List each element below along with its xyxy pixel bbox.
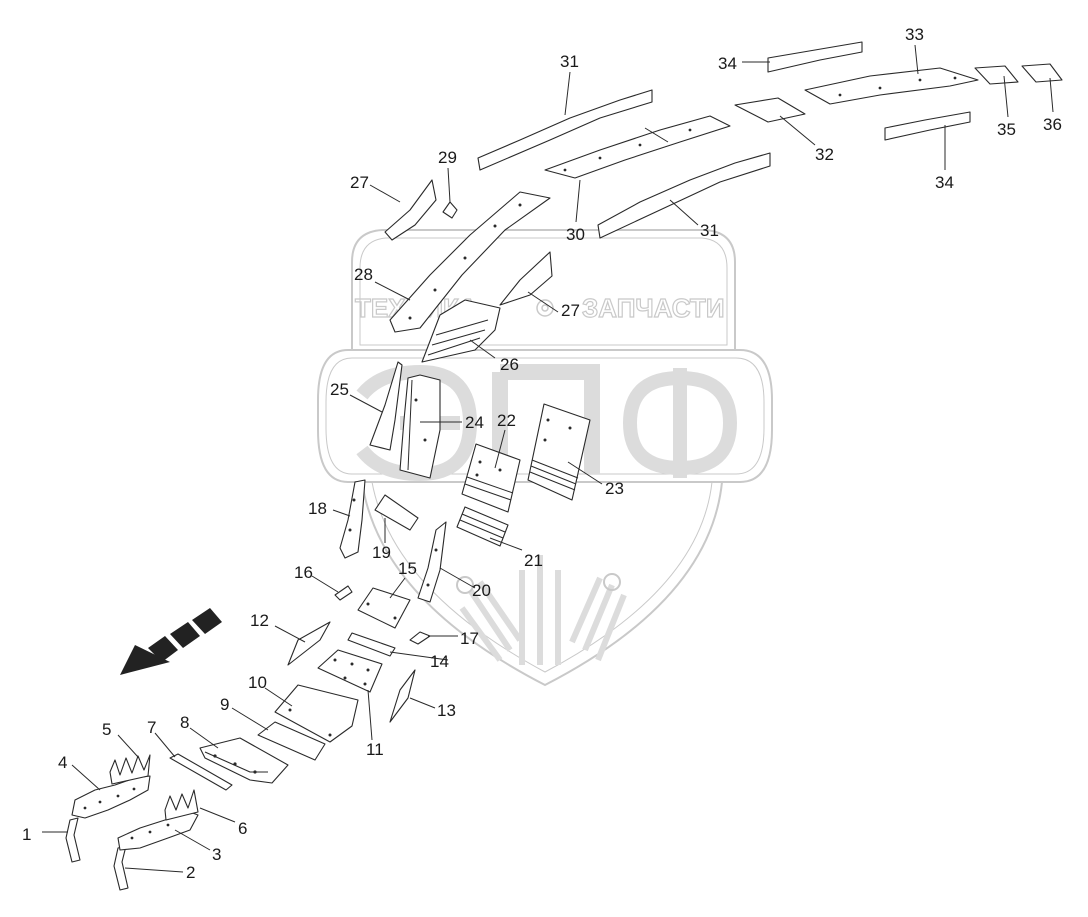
callout-31-lower: 31 bbox=[700, 221, 719, 240]
callout-34-upper: 34 bbox=[718, 54, 737, 73]
part-27-upper bbox=[384, 179, 437, 241]
callout-35: 35 bbox=[997, 120, 1016, 139]
part-22 bbox=[461, 443, 521, 513]
callout-16: 16 bbox=[294, 563, 313, 582]
part-31-lower bbox=[597, 152, 771, 239]
part-15 bbox=[357, 587, 411, 629]
part-26 bbox=[421, 299, 501, 363]
callout-4: 4 bbox=[58, 753, 67, 772]
part-14 bbox=[347, 632, 396, 657]
part-27-lower bbox=[499, 251, 553, 306]
watermark-gear-icon bbox=[536, 299, 554, 317]
part-34-lower bbox=[884, 111, 971, 141]
callout-28: 28 bbox=[354, 265, 373, 284]
callout-26: 26 bbox=[500, 355, 519, 374]
callout-29: 29 bbox=[438, 148, 457, 167]
part-32 bbox=[734, 97, 806, 123]
part-28 bbox=[389, 191, 551, 333]
callout-27-lower: 27 bbox=[561, 301, 580, 320]
part-4 bbox=[71, 775, 151, 819]
part-9 bbox=[257, 721, 326, 761]
callout-21: 21 bbox=[524, 551, 543, 570]
part-35 bbox=[974, 65, 1019, 85]
part-17 bbox=[409, 631, 431, 645]
callout-25: 25 bbox=[330, 380, 349, 399]
callout-2: 2 bbox=[186, 863, 195, 882]
leader-lines bbox=[42, 44, 1054, 873]
callout-13: 13 bbox=[437, 701, 456, 720]
callout-33: 33 bbox=[905, 25, 924, 44]
callout-8: 8 bbox=[180, 713, 189, 732]
part-33 bbox=[804, 67, 979, 105]
callout-9: 9 bbox=[220, 695, 229, 714]
callout-20: 20 bbox=[472, 581, 491, 600]
callout-1: 1 bbox=[22, 825, 31, 844]
part-36 bbox=[1021, 63, 1063, 83]
callout-19: 19 bbox=[372, 543, 391, 562]
part-5 bbox=[109, 754, 151, 785]
callout-10: 10 bbox=[248, 673, 267, 692]
callout-14: 14 bbox=[430, 652, 449, 671]
watermark-right-text: ЗАПЧАСТИ bbox=[582, 293, 725, 323]
part-30 bbox=[544, 115, 731, 179]
callout-11: 11 bbox=[366, 740, 384, 759]
callout-30: 30 bbox=[566, 225, 585, 244]
callout-27-upper: 27 bbox=[350, 173, 369, 192]
callout-labels: 1 2 3 4 5 6 7 8 9 10 11 12 13 14 15 16 1… bbox=[22, 25, 1062, 882]
callout-7: 7 bbox=[147, 718, 156, 737]
callout-36: 36 bbox=[1043, 115, 1062, 134]
part-12 bbox=[287, 621, 331, 666]
part-34-upper bbox=[767, 41, 863, 73]
part-24 bbox=[399, 374, 441, 479]
callout-17: 17 bbox=[460, 629, 479, 648]
callout-24: 24 bbox=[465, 413, 484, 432]
callout-3: 3 bbox=[212, 845, 221, 864]
part-6 bbox=[164, 789, 199, 821]
part-18 bbox=[339, 479, 366, 559]
callout-12: 12 bbox=[250, 611, 269, 630]
part-3 bbox=[117, 811, 199, 851]
watermark-logo bbox=[317, 229, 773, 687]
callout-22: 22 bbox=[497, 411, 516, 430]
callout-23: 23 bbox=[605, 479, 624, 498]
part-1 bbox=[65, 817, 81, 863]
part-21 bbox=[456, 506, 509, 547]
callout-5: 5 bbox=[102, 720, 111, 739]
arrow-left-down-icon bbox=[120, 608, 222, 675]
part-8 bbox=[199, 737, 289, 784]
callout-32: 32 bbox=[815, 145, 834, 164]
part-7 bbox=[169, 753, 233, 791]
callout-15: 15 bbox=[398, 559, 417, 578]
part-19 bbox=[374, 494, 419, 531]
part-29 bbox=[442, 201, 458, 219]
callout-31-upper: 31 bbox=[560, 52, 579, 71]
part-20 bbox=[417, 521, 447, 603]
part-10 bbox=[274, 684, 359, 743]
callout-18: 18 bbox=[308, 499, 327, 518]
part-16 bbox=[334, 585, 353, 601]
part-31-upper bbox=[477, 89, 653, 171]
part-23 bbox=[527, 403, 591, 501]
callout-6: 6 bbox=[238, 819, 247, 838]
part-13 bbox=[389, 669, 416, 723]
callout-34-lower: 34 bbox=[935, 173, 954, 192]
part-11 bbox=[317, 649, 383, 693]
part-25 bbox=[369, 361, 403, 451]
